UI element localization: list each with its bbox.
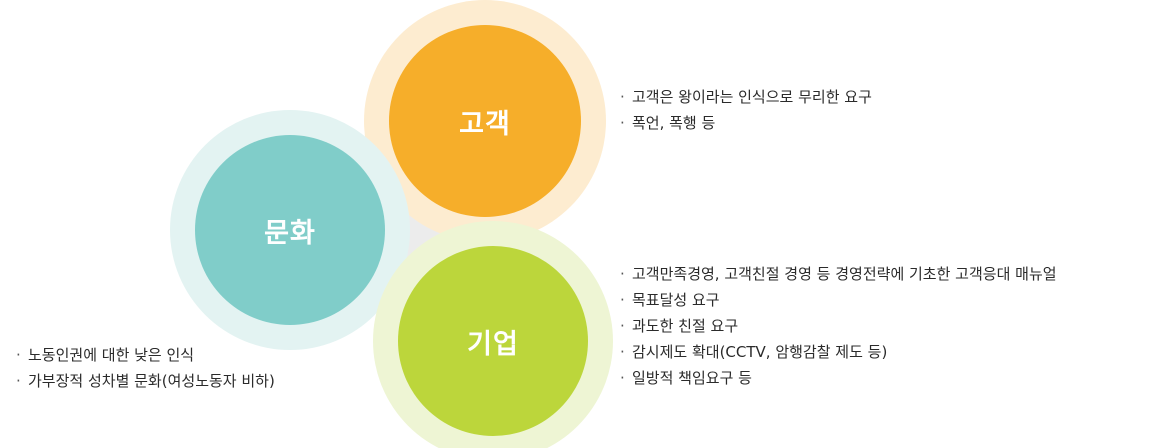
company-notes: ·고객만족경영, 고객친절 경영 등 경영전략에 기초한 고객응대 매뉴얼 ·목… — [620, 261, 1057, 391]
customer-label: 고객 — [459, 108, 511, 140]
culture-notes: ·노동인권에 대한 낮은 인식 ·가부장적 성차별 문화(여성노동자 비하) — [16, 342, 275, 394]
list-item: ·노동인권에 대한 낮은 인식 — [16, 346, 195, 364]
list-item: ·폭언, 폭행 등 — [620, 114, 716, 132]
culture-label: 문화 — [264, 217, 316, 249]
list-item: ·고객은 왕이라는 인식으로 무리한 요구 — [620, 88, 872, 106]
customer-circle: 고객 — [389, 25, 581, 217]
culture-circle: 문화 — [195, 135, 385, 325]
company-circle: 기업 — [398, 246, 588, 436]
customer-notes: ·고객은 왕이라는 인식으로 무리한 요구 ·폭언, 폭행 등 — [620, 84, 872, 136]
list-item: ·일방적 책임요구 등 — [620, 369, 752, 387]
list-item: ·과도한 친절 요구 — [620, 317, 739, 335]
list-item: ·목표달성 요구 — [620, 291, 720, 309]
list-item: ·감시제도 확대(CCTV, 암행감찰 제도 등) — [620, 343, 888, 361]
list-item: ·고객만족경영, 고객친절 경영 등 경영전략에 기초한 고객응대 매뉴얼 — [620, 265, 1057, 283]
company-label: 기업 — [467, 328, 519, 360]
list-item: ·가부장적 성차별 문화(여성노동자 비하) — [16, 372, 275, 390]
